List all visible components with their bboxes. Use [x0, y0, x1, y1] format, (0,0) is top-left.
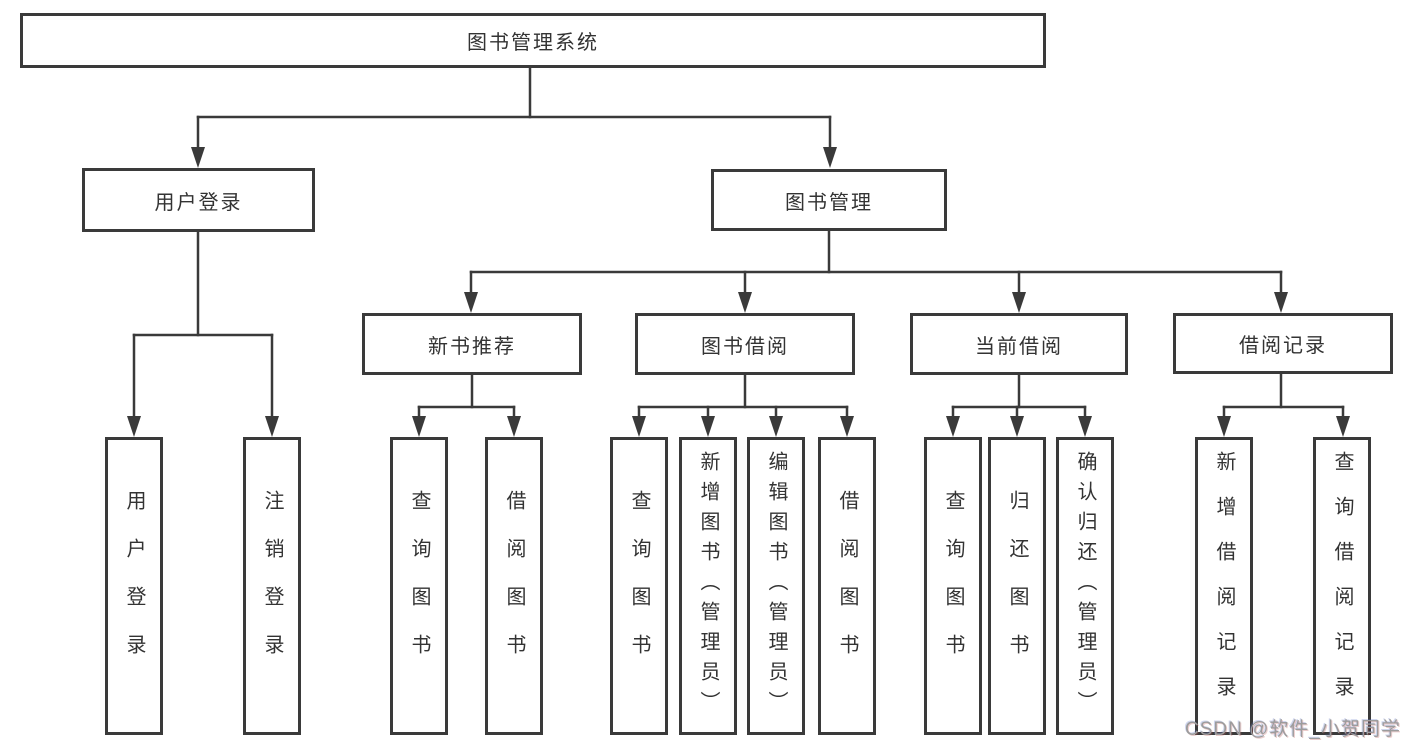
leaf-borrow-books-recommend: 借阅图书 [485, 437, 543, 735]
csdn-watermark: CSDN @软件_小贺同学 [1185, 719, 1401, 740]
node-label: 新增借阅记录 [1213, 451, 1235, 721]
leaf-return-books: 归还图书 [988, 437, 1046, 735]
node-label: 图书管理系统 [467, 32, 599, 54]
node-label: 编辑图书（管理员） [765, 451, 787, 721]
leaf-user-login: 用户登录 [105, 437, 163, 735]
node-new-book-recommend: 新书推荐 [362, 313, 582, 375]
node-borrow-records: 借阅记录 [1173, 313, 1393, 374]
leaf-logout: 注销登录 [243, 437, 301, 735]
node-label: 当前借阅 [975, 335, 1063, 358]
node-label: 新增图书（管理员） [697, 451, 719, 721]
leaf-query-books-borrow: 查询图书 [610, 437, 668, 735]
node-label: 借阅图书 [503, 490, 525, 682]
leaf-query-books-current: 查询图书 [924, 437, 982, 735]
node-label: 图书借阅 [701, 335, 789, 358]
leaf-query-books-recommend: 查询图书 [390, 437, 448, 735]
leaf-add-books-admin: 新增图书（管理员） [679, 437, 737, 735]
leaf-edit-books-admin: 编辑图书（管理员） [747, 437, 805, 735]
node-user-login: 用户登录 [82, 168, 315, 232]
node-label: 用户登录 [154, 191, 243, 214]
node-current-borrow: 当前借阅 [910, 313, 1128, 375]
leaf-borrow-books: 借阅图书 [818, 437, 876, 735]
node-label: 用户登录 [123, 490, 145, 682]
node-book-borrow: 图书借阅 [635, 313, 855, 375]
node-label: 借阅记录 [1239, 335, 1327, 357]
node-label: 查询图书 [942, 490, 964, 682]
node-label: 借阅图书 [836, 490, 858, 682]
node-root-library-system: 图书管理系统 [20, 13, 1046, 68]
node-label: 查询图书 [408, 490, 430, 682]
leaf-query-borrow-record: 查询借阅记录 [1313, 437, 1371, 735]
node-label: 新书推荐 [428, 335, 516, 358]
node-label: 查询借阅记录 [1331, 451, 1353, 721]
node-label: 图书管理 [785, 191, 873, 214]
leaf-add-borrow-record: 新增借阅记录 [1195, 437, 1253, 735]
node-label: 注销登录 [261, 490, 283, 682]
node-label: 确认归还（管理员） [1074, 451, 1096, 721]
leaf-confirm-return-admin: 确认归还（管理员） [1056, 437, 1114, 735]
node-book-management: 图书管理 [711, 169, 947, 231]
node-label: 归还图书 [1006, 490, 1028, 682]
node-label: 查询图书 [628, 490, 650, 682]
